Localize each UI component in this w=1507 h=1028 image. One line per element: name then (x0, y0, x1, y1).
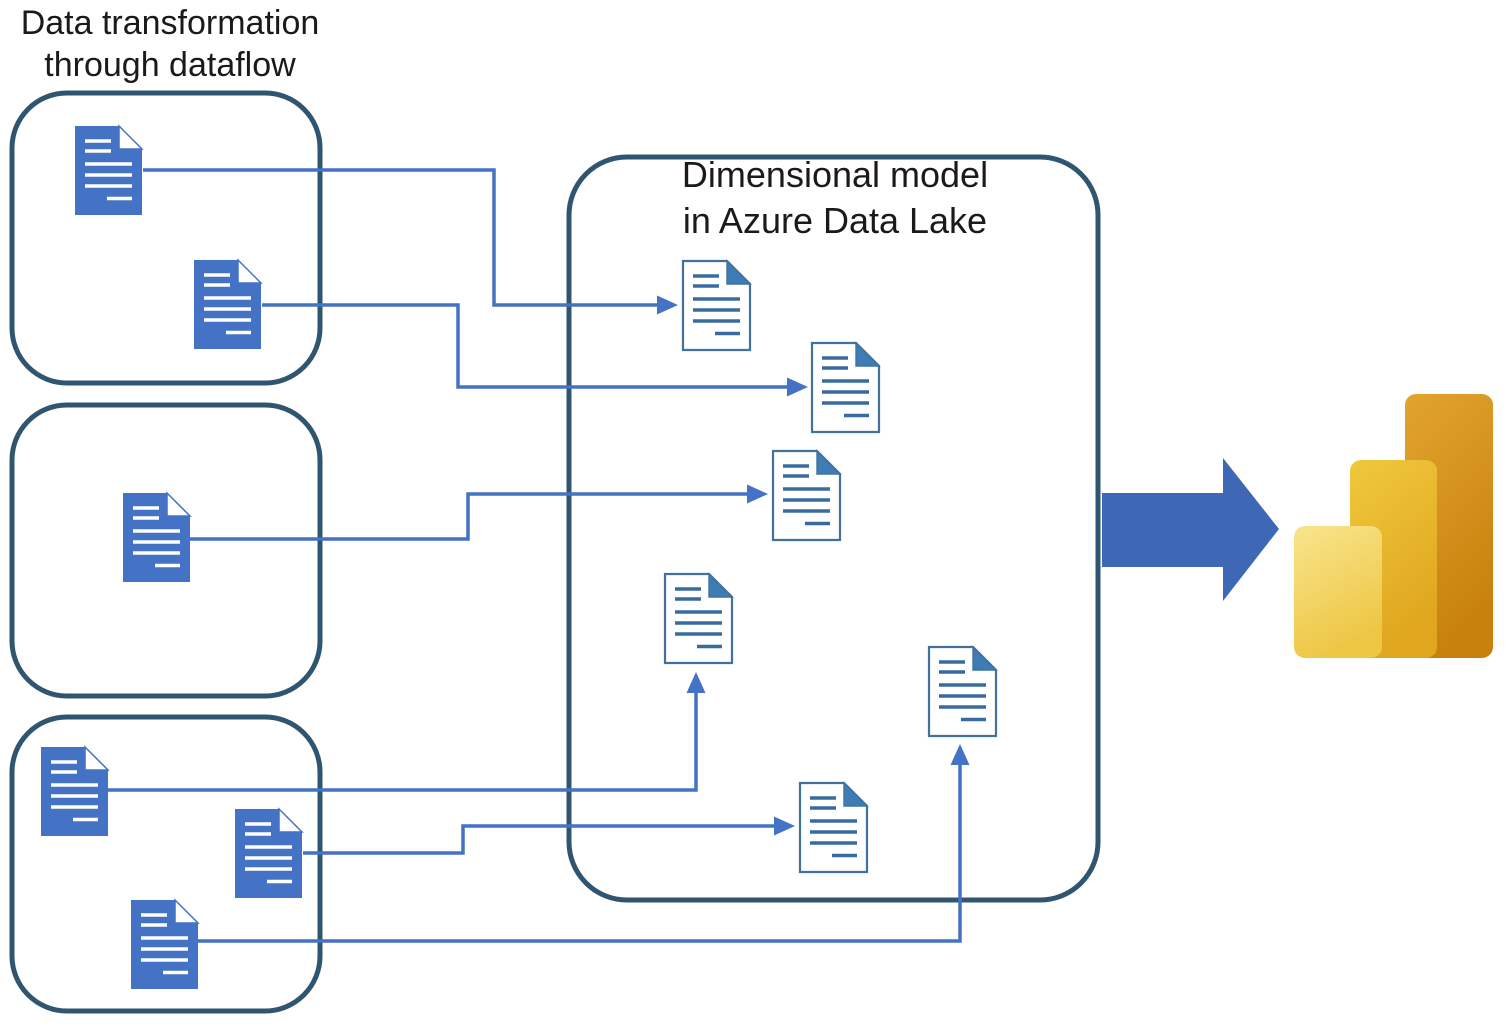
document-fold (84, 745, 110, 771)
document-fold (237, 258, 263, 284)
document-fold (708, 572, 734, 598)
document-icon-1 (75, 124, 144, 215)
connector-arrow-4 (107, 672, 706, 792)
document-icon-5 (235, 807, 304, 898)
connector-line (262, 303, 789, 389)
flow-arrow-icon (1102, 458, 1279, 601)
connector-arrow-2 (262, 303, 808, 397)
source-box-3 (9, 714, 323, 1014)
document-fold (816, 449, 842, 475)
document-fold (843, 781, 869, 807)
dataflow-title-line1: Data transformation (20, 4, 320, 42)
document-icon-2 (194, 258, 263, 349)
document-fold (118, 124, 144, 150)
document-icon-outline-1 (681, 259, 752, 352)
document-icon-outline-5 (927, 645, 998, 738)
document-fold (726, 259, 752, 285)
document-icon-outline-4 (663, 572, 734, 665)
arrowhead-icon (774, 816, 795, 836)
document-icon-outline-3 (771, 449, 842, 542)
document-icon-3 (123, 491, 192, 582)
connector-line (197, 763, 962, 943)
arrowhead-icon (747, 484, 768, 504)
arrowhead-icon (950, 744, 970, 765)
document-icon-outline-6 (798, 781, 869, 874)
document-fold (278, 807, 304, 833)
connector-line (190, 492, 749, 541)
connector-arrow-1 (143, 168, 678, 315)
connector-arrow-3 (190, 484, 768, 541)
connector-line (143, 168, 659, 307)
document-fold (855, 341, 881, 367)
connector-arrow-6 (197, 744, 970, 943)
source-box-2 (9, 402, 323, 699)
arrowhead-icon (787, 377, 808, 397)
model-box (566, 154, 1101, 903)
arrowhead-icon (657, 295, 678, 315)
connector-arrow-5 (303, 816, 795, 855)
dataflow-title: Data transformation through dataflow (0, 2, 340, 86)
model-title-line1: Dimensional model (681, 154, 989, 195)
arrowhead-icon (686, 672, 706, 693)
document-icon-outline-2 (810, 341, 881, 434)
power-bi-logo-icon (1294, 394, 1493, 658)
document-icon-6 (131, 898, 200, 989)
connector-line (107, 691, 698, 792)
source-box-1 (9, 90, 323, 386)
document-fold (166, 491, 192, 517)
model-title: Dimensional model in Azure Data Lake (620, 152, 1050, 244)
document-icon-4 (41, 745, 110, 836)
connector-line (303, 824, 776, 855)
model-title-line2: in Azure Data Lake (682, 200, 988, 241)
document-fold (174, 898, 200, 924)
dataflow-title-line2: through dataflow (44, 46, 296, 84)
powerbi-bar-3 (1294, 526, 1382, 658)
document-fold (972, 645, 998, 671)
